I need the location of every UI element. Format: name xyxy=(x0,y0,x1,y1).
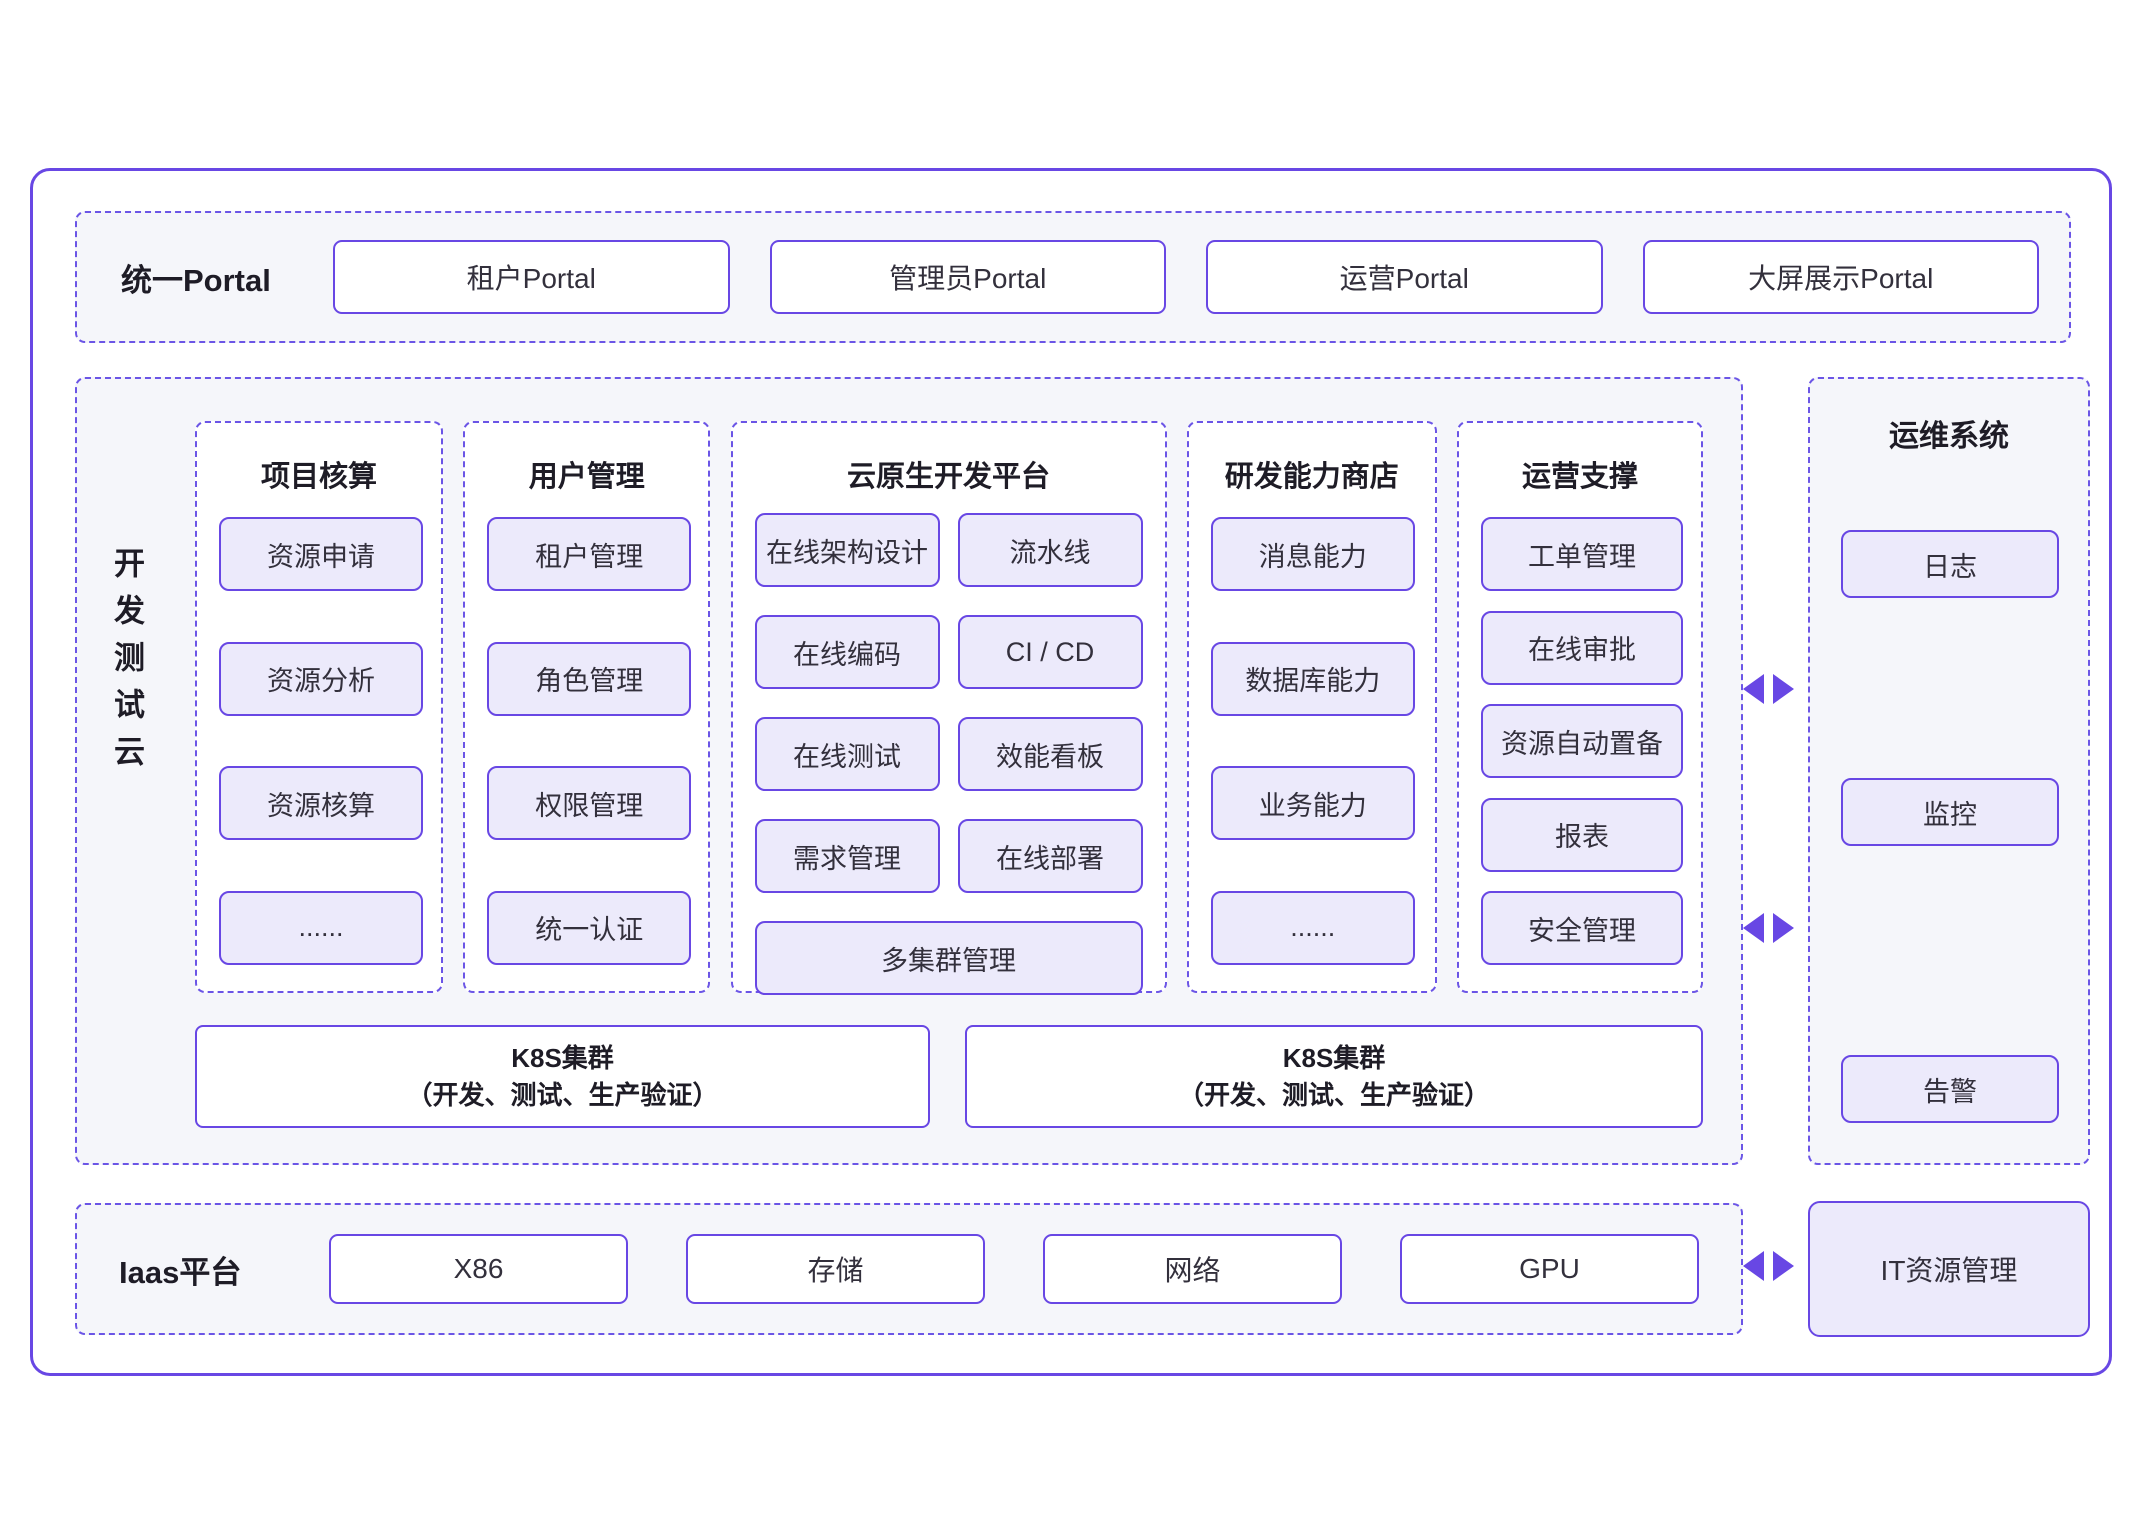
unified-portal-section: 统一Portal 租户Portal 管理员Portal 运营Portal 大屏展… xyxy=(75,211,2071,343)
online-arch-design-node: 在线架构设计 xyxy=(754,513,940,587)
network-node: 网络 xyxy=(1043,1234,1342,1304)
column-title: 用户管理 xyxy=(528,461,645,493)
column-items: 资源申请 资源分析 资源核算 ...... xyxy=(219,495,423,965)
left-arrow-icon xyxy=(1742,674,1764,704)
business-capability-node: 业务能力 xyxy=(1210,766,1415,841)
k8s-cluster-node: K8S集群 （开发、测试、生产验证） xyxy=(965,1025,1703,1128)
x86-node: X86 xyxy=(329,1234,628,1304)
ellipsis-node: ...... xyxy=(219,890,423,965)
bigscreen-portal-node: 大屏展示Portal xyxy=(1642,240,2039,314)
right-arrow-icon xyxy=(1772,1251,1794,1281)
bidirectional-arrow xyxy=(1739,674,1797,704)
ops-system-section: 运维系统 日志 监控 告警 xyxy=(1808,377,2090,1165)
multi-cluster-mgmt-node: 多集群管理 xyxy=(754,921,1143,995)
left-arrow-icon xyxy=(1742,1251,1764,1281)
column-title: 云原生开发平台 xyxy=(846,461,1050,493)
gpu-node: GPU xyxy=(1400,1234,1699,1304)
column-items: 消息能力 数据库能力 业务能力 ...... xyxy=(1210,495,1415,965)
monitor-node: 监控 xyxy=(1841,778,2059,846)
bidirectional-arrow xyxy=(1739,1251,1797,1281)
right-arrow-icon xyxy=(1772,674,1794,704)
iaas-platform-section: Iaas平台 X86 存储 网络 GPU xyxy=(75,1203,1743,1335)
tenant-mgmt-node: 租户管理 xyxy=(487,517,692,591)
admin-portal-node: 管理员Portal xyxy=(769,240,1166,314)
requirement-mgmt-node: 需求管理 xyxy=(754,819,940,893)
message-capability-node: 消息能力 xyxy=(1210,517,1415,591)
operation-portal-node: 运营Portal xyxy=(1206,240,1603,314)
log-node: 日志 xyxy=(1841,530,2059,598)
user-management-column: 用户管理 租户管理 角色管理 权限管理 统一认证 xyxy=(463,421,711,993)
storage-node: 存储 xyxy=(686,1234,985,1304)
capability-columns: 项目核算 资源申请 资源分析 资源核算 ...... 用户管理 租户管理 角色管… xyxy=(195,421,1703,995)
security-mgmt-node: 安全管理 xyxy=(1481,891,1683,965)
ci-cd-node: CI / CD xyxy=(957,615,1143,689)
unified-portal-label: 统一Portal xyxy=(121,262,271,298)
k8s-cluster-title: K8S集群 xyxy=(511,1043,614,1074)
column-title: 研发能力商店 xyxy=(1224,461,1399,493)
column-items: 租户管理 角色管理 权限管理 统一认证 xyxy=(487,495,692,965)
k8s-cluster-subtitle: （开发、测试、生产验证） xyxy=(406,1079,719,1110)
unified-auth-node: 统一认证 xyxy=(487,890,692,965)
k8s-cluster-node: K8S集群 （开发、测试、生产验证） xyxy=(195,1025,930,1128)
k8s-cluster-subtitle: （开发、测试、生产验证） xyxy=(1177,1079,1490,1110)
k8s-cluster-title: K8S集群 xyxy=(1282,1043,1386,1074)
column-title: 项目核算 xyxy=(260,461,377,493)
ellipsis-node: ...... xyxy=(1210,890,1415,965)
ops-system-title: 运维系统 xyxy=(1889,420,2009,453)
bidirectional-arrow xyxy=(1739,913,1797,943)
resource-analysis-node: 资源分析 xyxy=(219,641,423,716)
resource-apply-node: 资源申请 xyxy=(219,517,423,591)
diagram-outer-frame: 统一Portal 租户Portal 管理员Portal 运营Portal 大屏展… xyxy=(30,168,2112,1376)
column-items: 工单管理 在线审批 资源自动置备 报表 安全管理 xyxy=(1481,495,1683,965)
permission-mgmt-node: 权限管理 xyxy=(487,766,692,841)
iaas-node-row: X86 存储 网络 GPU xyxy=(329,1234,1699,1304)
project-accounting-column: 项目核算 资源申请 资源分析 资源核算 ...... xyxy=(195,421,443,993)
database-capability-node: 数据库能力 xyxy=(1210,641,1415,716)
resource-accounting-node: 资源核算 xyxy=(219,766,423,841)
auto-provisioning-node: 资源自动置备 xyxy=(1481,704,1683,778)
efficiency-board-node: 效能看板 xyxy=(957,717,1143,791)
online-testing-node: 在线测试 xyxy=(754,717,940,791)
it-resource-mgmt-node: IT资源管理 xyxy=(1808,1201,2090,1337)
online-approval-node: 在线审批 xyxy=(1481,610,1683,685)
alert-node: 告警 xyxy=(1841,1055,2059,1123)
rd-capability-store-column: 研发能力商店 消息能力 数据库能力 业务能力 ...... xyxy=(1186,421,1437,993)
tenant-portal-node: 租户Portal xyxy=(333,240,730,314)
column-title: 运营支撑 xyxy=(1521,461,1638,493)
dev-test-cloud-section: 开发测试云 项目核算 资源申请 资源分析 资源核算 ...... 用户管理 租户… xyxy=(75,377,1743,1165)
iaas-platform-label: Iaas平台 xyxy=(119,1254,242,1290)
online-deploy-node: 在线部署 xyxy=(957,819,1143,893)
cloud-native-platform-column: 云原生开发平台 在线架构设计 流水线 在线编码 CI / CD 在线测试 效能看… xyxy=(730,421,1167,995)
online-coding-node: 在线编码 xyxy=(754,615,940,689)
right-arrow-icon xyxy=(1772,913,1794,943)
pipeline-node: 流水线 xyxy=(957,513,1143,587)
portal-button-row: 租户Portal 管理员Portal 运营Portal 大屏展示Portal xyxy=(333,240,2039,314)
k8s-cluster-row: K8S集群 （开发、测试、生产验证） K8S集群 （开发、测试、生产验证） xyxy=(195,1025,1703,1128)
left-arrow-icon xyxy=(1742,913,1764,943)
dev-test-cloud-label: 开发测试云 xyxy=(109,547,144,782)
work-order-mgmt-node: 工单管理 xyxy=(1481,517,1683,591)
operation-support-column: 运营支撑 工单管理 在线审批 资源自动置备 报表 安全管理 xyxy=(1457,421,1703,993)
report-node: 报表 xyxy=(1481,797,1683,872)
column-grid: 在线架构设计 流水线 在线编码 CI / CD 在线测试 效能看板 需求管理 在… xyxy=(754,495,1143,995)
role-mgmt-node: 角色管理 xyxy=(487,641,692,716)
